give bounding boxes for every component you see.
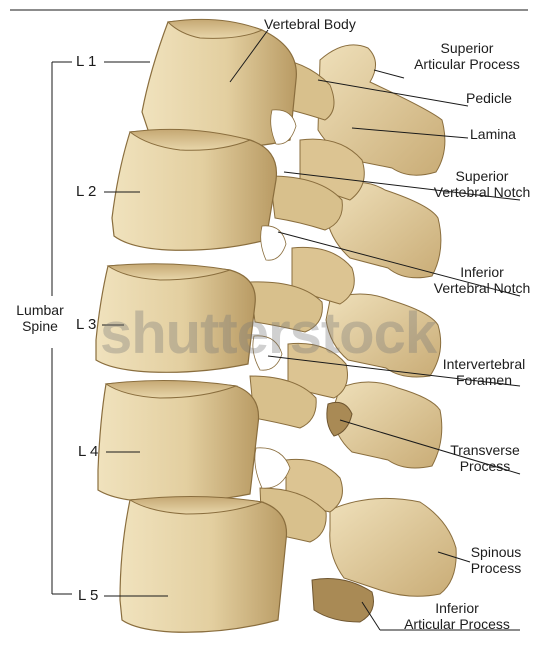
label-l3: L 3 [76, 317, 96, 333]
label-superior-articular-process-line1: Superior [404, 40, 530, 56]
label-inferior-articular-process-line1: Inferior [392, 600, 522, 616]
label-l2: L 2 [76, 184, 96, 200]
label-pedicle: Pedicle [466, 90, 512, 106]
label-vertebral-body: Vertebral Body [264, 16, 356, 32]
label-lumbar-spine: Lumbar Spine [10, 302, 70, 334]
label-superior-articular-process: Superior Articular Process [404, 40, 530, 72]
label-l1: L 1 [76, 54, 96, 70]
watermark: shutterstock [100, 300, 436, 367]
label-transverse-process-line2: Process [440, 458, 530, 474]
label-inferior-articular-process-line2: Articular Process [392, 616, 522, 632]
label-inferior-vertebral-notch-line2: Vertebral Notch [424, 280, 540, 296]
l5-body [120, 497, 287, 632]
label-superior-vertebral-notch-line1: Superior [424, 168, 540, 184]
label-transverse-process-line1: Transverse [440, 442, 530, 458]
label-l4: L 4 [78, 444, 98, 460]
label-l5: L 5 [78, 588, 98, 604]
label-intervertebral-foramen-line1: Intervertebral [430, 356, 538, 372]
label-lumbar-spine-line2: Spine [10, 318, 70, 334]
label-intervertebral-foramen-line2: Foramen [430, 372, 538, 388]
label-transverse-process: Transverse Process [440, 442, 530, 474]
label-inferior-vertebral-notch-line1: Inferior [424, 264, 540, 280]
label-inferior-articular-process: Inferior Articular Process [392, 600, 522, 632]
label-spinous-process-line1: Spinous [460, 544, 532, 560]
label-lumbar-spine-line1: Lumbar [10, 302, 70, 318]
label-lamina: Lamina [470, 126, 516, 142]
label-spinous-process-line2: Process [460, 560, 532, 576]
label-spinous-process: Spinous Process [460, 544, 532, 576]
label-inferior-vertebral-notch: Inferior Vertebral Notch [424, 264, 540, 296]
label-superior-vertebral-notch: Superior Vertebral Notch [424, 168, 540, 200]
l4-body [98, 381, 259, 502]
label-superior-articular-process-line2: Articular Process [404, 56, 530, 72]
label-superior-vertebral-notch-line2: Vertebral Notch [424, 184, 540, 200]
foramen-l2-l3 [261, 226, 286, 260]
foramen-l4-l5 [255, 448, 290, 488]
label-intervertebral-foramen: Intervertebral Foramen [430, 356, 538, 388]
